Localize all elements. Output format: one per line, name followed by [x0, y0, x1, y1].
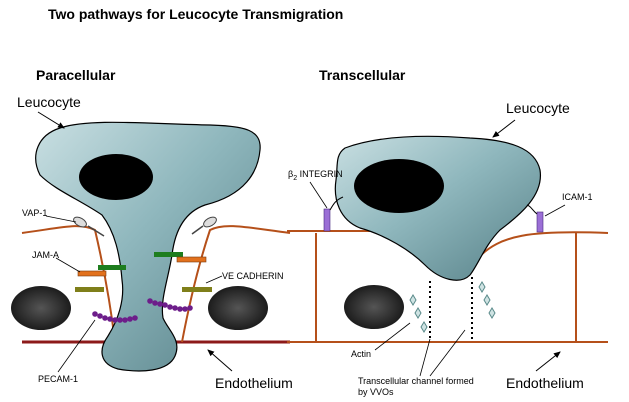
vap1-connector-right: [191, 216, 217, 235]
transcellular-leucocyte-label: Leucocyte: [506, 100, 570, 116]
ve-cadherin-olive-bar-right: [182, 287, 212, 292]
beta2-integrin-tail: [329, 196, 344, 211]
beta2-subscript: 2: [293, 175, 297, 182]
paracellular-leucocyte-label: Leucocyte: [17, 94, 81, 110]
beta2-leader-line: [309, 181, 328, 209]
channel-label-line2: by VVOs: [358, 387, 394, 397]
jam-a-bar-left: [77, 270, 107, 277]
transcellular-leucocyte-cell: [334, 135, 541, 281]
transcellular-endothelium-label: Endothelium: [506, 375, 584, 391]
paracellular-endothelium-label: Endothelium: [215, 375, 293, 391]
beta2-symbol: β: [288, 169, 293, 179]
vap1-label: VAP-1: [22, 208, 47, 218]
paracellular-leucocyte-cell: [35, 121, 261, 372]
beta2-integrin-marker: [323, 208, 331, 232]
channel-leader-line-right: [429, 329, 466, 377]
transcellular-endothelium-arrow: [535, 351, 561, 372]
icam1-tail: [526, 204, 538, 215]
paracellular-leucocyte-arrow: [37, 111, 65, 129]
vap1-connector-left: [73, 216, 105, 237]
pecam1-leader-line: [57, 319, 96, 373]
paracellular-endothelial-nucleus-left: [11, 286, 71, 330]
beta2-integrin-word: INTEGRIN: [297, 169, 343, 179]
channel-leader-line-left: [419, 338, 431, 377]
paracellular-leucocyte-nucleus: [79, 154, 153, 200]
paracellular-heading: Paracellular: [36, 67, 116, 83]
jam-a-bar-right: [176, 256, 207, 263]
ve-cadherin-olive-bar-left: [75, 287, 104, 292]
actin-leader-line: [374, 322, 411, 351]
ve-cadherin-leader-line: [205, 275, 223, 284]
icam1-leader-line: [544, 204, 566, 217]
beta2-integrin-label: β2 INTEGRIN: [288, 169, 343, 182]
transcellular-endothelial-nucleus: [344, 285, 404, 329]
icam1-marker: [536, 211, 544, 233]
channel-label-line1: Transcellular channel formed: [358, 376, 474, 386]
pecam1-chain-right: [147, 298, 193, 312]
icam1-label: ICAM-1: [562, 192, 593, 202]
ve-cadherin-green-bar-right: [154, 252, 183, 257]
transcellular-leucocyte-nucleus: [354, 159, 444, 213]
jama-label: JAM-A: [32, 250, 59, 260]
pecam1-chain-left: [92, 311, 138, 323]
jama-leader-line: [55, 257, 81, 273]
transcellular-heading: Transcellular: [319, 67, 406, 83]
paracellular-endothelial-nucleus-right: [208, 286, 268, 330]
ve-cadherin-label: VE CADHERIN: [222, 271, 284, 281]
vap1-leader-line: [45, 215, 77, 223]
transcellular-leucocyte-arrow: [492, 119, 516, 138]
paracellular-endothelium-arrow: [207, 349, 233, 372]
vvo-vesicles-left: [409, 294, 428, 333]
diagram-title: Two pathways for Leucocyte Transmigratio…: [48, 6, 343, 22]
vvo-vesicles-right: [478, 281, 496, 319]
actin-label: Actin: [351, 349, 371, 359]
pecam1-label: PECAM-1: [38, 374, 78, 384]
ve-cadherin-green-bar-left: [98, 265, 126, 270]
